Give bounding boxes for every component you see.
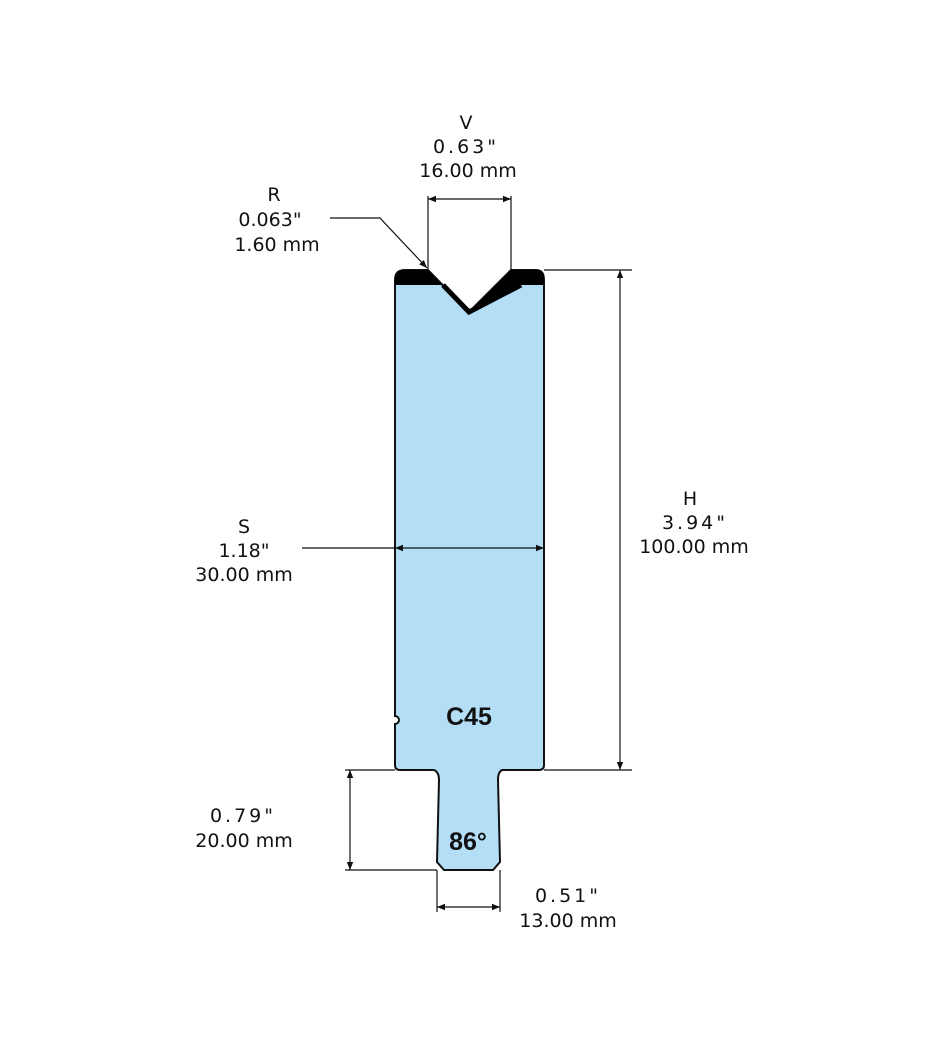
dim-r xyxy=(330,217,428,269)
h-mm: 100.00 mm xyxy=(639,536,749,558)
r-label: R xyxy=(267,184,280,206)
shoulder-line xyxy=(441,282,523,316)
s-label: S xyxy=(238,516,250,538)
r-mm: 1.60 mm xyxy=(234,234,319,256)
v-mm: 16.00 mm xyxy=(419,160,516,182)
s-inch: 1.18" xyxy=(218,540,269,562)
tang-height-inch: 0.79" xyxy=(210,805,276,827)
die-body xyxy=(394,269,545,871)
v-label: V xyxy=(460,112,473,134)
h-label: H xyxy=(683,488,697,510)
dim-tang-height xyxy=(345,769,437,871)
dim-tang-width xyxy=(436,870,501,912)
angle-label: 86° xyxy=(449,828,487,856)
material-label: C45 xyxy=(446,703,492,731)
tang-height-mm: 20.00 mm xyxy=(195,830,292,852)
die-cap xyxy=(395,270,544,312)
v-inch: 0.63" xyxy=(433,136,499,158)
tang-width-mm: 13.00 mm xyxy=(519,910,616,932)
s-mm: 30.00 mm xyxy=(195,564,292,586)
tang-width-inch: 0.51" xyxy=(535,885,601,907)
dim-v xyxy=(427,195,512,270)
dim-h xyxy=(544,269,632,771)
h-inch: 3.94" xyxy=(662,512,728,534)
r-inch: 0.063" xyxy=(238,209,301,231)
